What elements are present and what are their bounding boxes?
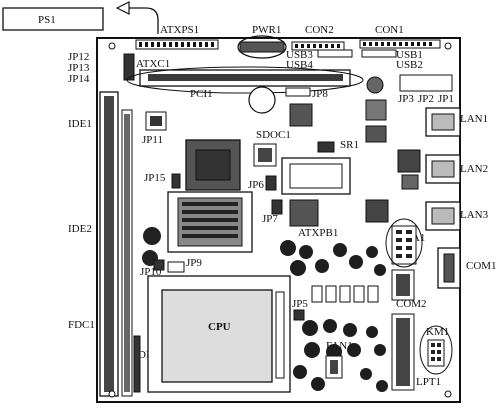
pci1-highlight (126, 66, 364, 94)
jp5-header (293, 309, 305, 321)
mounting-holes (108, 42, 452, 398)
passive-components (311, 285, 379, 303)
jp15-label: JP15 (144, 172, 166, 184)
dim1-slot (133, 335, 141, 393)
usb-header-left (317, 49, 353, 58)
ps1-arrow-head (115, 1, 130, 15)
cpu-socket (161, 289, 273, 383)
chip-right-b (365, 125, 387, 143)
pwr1-connector (239, 41, 285, 53)
lan2-label: LAN2 (460, 163, 488, 175)
chip-right-a (365, 99, 387, 121)
jp6-label: JP6 (248, 179, 264, 191)
com2-label: COM2 (396, 298, 427, 310)
atxps1-pins (139, 42, 214, 47)
usb2-label: USB2 (396, 59, 423, 71)
vga1-pins (396, 230, 412, 258)
capacitor-cluster (280, 240, 386, 276)
jp12-label: JP12 (68, 51, 89, 63)
pci1-label: PCI1 (190, 88, 213, 100)
lpt1-pins (396, 318, 410, 386)
atxps1-label: ATXPS1 (160, 24, 199, 36)
sr1-label: SR1 (340, 139, 359, 151)
jp12-14-header (123, 53, 135, 81)
jp7-header (271, 199, 283, 215)
jp6-header (265, 175, 277, 191)
usb1-label: USB1 (396, 49, 423, 61)
atxc1-label: ATXC1 (136, 58, 170, 70)
con1-pins (363, 42, 432, 46)
jp13-label: JP13 (68, 62, 90, 74)
sdoc1-pins (258, 148, 272, 162)
com1-label: COM1 (466, 260, 497, 272)
jp15-header (171, 173, 181, 189)
con1-label: CON1 (375, 24, 404, 36)
lan1-label: LAN1 (460, 113, 488, 125)
ide1-label: IDE1 (68, 118, 92, 130)
lan-magnetics-b (401, 174, 419, 190)
cpu-lever (275, 291, 285, 379)
chip-mid-a (289, 199, 319, 227)
jp11-label: JP11 (142, 134, 163, 146)
con2-label: CON2 (305, 24, 334, 36)
jp1-3-headers (399, 74, 453, 92)
battery-cell (248, 86, 276, 114)
fan1-pins (330, 360, 338, 374)
ide2-header-pins (124, 114, 130, 392)
ide1-header-pins (104, 96, 114, 392)
jp14-label: JP14 (68, 73, 90, 85)
cpu-label: CPU (208, 321, 231, 333)
chip-near-battery (289, 103, 313, 127)
jp9-header (167, 261, 185, 273)
km1-header (427, 339, 445, 367)
lan3-label: LAN3 (460, 209, 489, 221)
lan-magnetics-a (397, 149, 421, 173)
jp9-label: JP9 (186, 257, 202, 269)
sdoc1-label: SDOC1 (256, 129, 291, 141)
ps1-box (2, 7, 104, 31)
fan1-label: FAN1 (326, 340, 353, 352)
fdc1-label: FDC1 (68, 319, 95, 331)
km1-highlight (419, 325, 453, 375)
lpt1-label: LPT1 (416, 376, 441, 388)
km1-pins (431, 343, 441, 361)
bios-socket-inner (289, 163, 343, 189)
chip-mid-b (365, 199, 389, 223)
cap-top-right (366, 76, 384, 94)
jp1-label: JP1 (438, 93, 454, 105)
southbridge-fins (182, 202, 238, 238)
vga1-header (391, 225, 417, 265)
ps1-arrow (128, 7, 159, 34)
atxpb1-label: ATXPB1 (298, 227, 338, 239)
sr1-header (317, 141, 335, 153)
jp7-label: JP7 (262, 213, 278, 225)
jp2-label: JP2 (418, 93, 434, 105)
pwr1-highlight (237, 35, 287, 59)
vga1-highlight (385, 218, 423, 268)
pci1-slot-inner (148, 74, 343, 81)
com1-connector-inner (443, 253, 455, 283)
lan1-port-inner (431, 113, 455, 131)
ps1-label: PS1 (38, 14, 56, 26)
jp10-header (153, 259, 165, 271)
con2-pins (295, 44, 340, 48)
lan3-port-inner (431, 207, 455, 225)
pwr1-label: PWR1 (252, 24, 281, 36)
jp8-label: JP8 (312, 88, 328, 100)
com2-pins (396, 274, 410, 296)
jp11-pins (150, 116, 162, 126)
cap-left-a (143, 227, 161, 245)
jp8-header (285, 87, 311, 97)
usb-header-right (361, 49, 397, 58)
lan2-port-inner (431, 160, 455, 178)
ide2-label: IDE2 (68, 223, 92, 235)
jp5-label: JP5 (292, 298, 308, 310)
jp3-label: JP3 (398, 93, 414, 105)
usb3-label: USB3 (286, 49, 313, 61)
northbridge-die (195, 149, 231, 181)
